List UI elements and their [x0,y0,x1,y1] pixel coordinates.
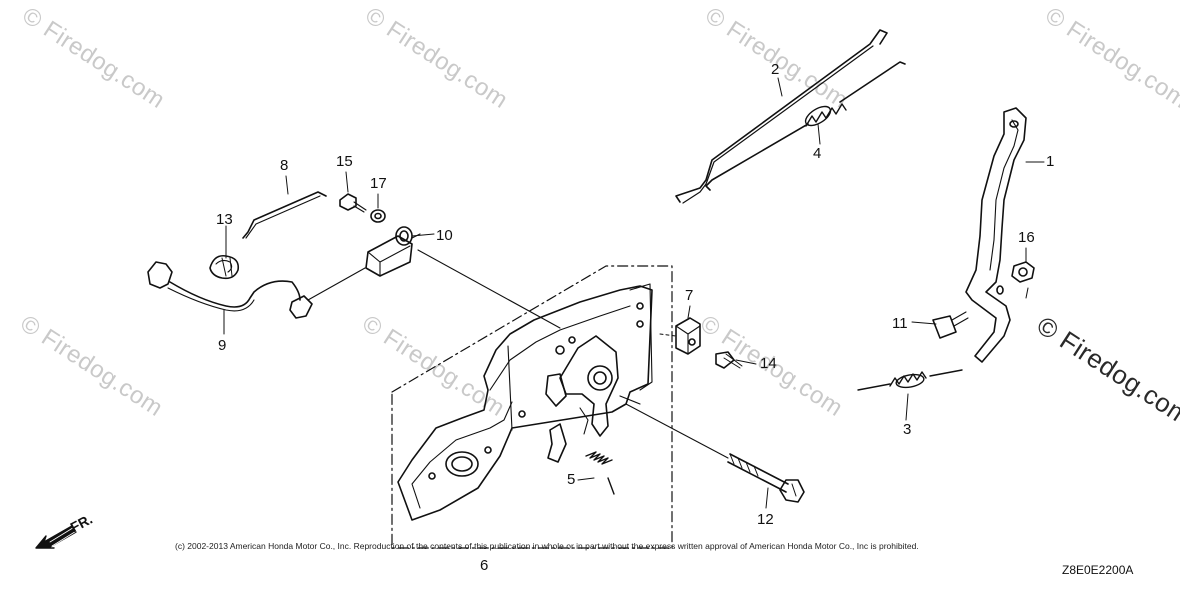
control-plate-part-6 [397,283,653,521]
callout-12: 12 [757,511,774,528]
fr-arrow-icon [35,521,79,549]
callout-1: 1 [1046,153,1055,170]
callout-17: 17 [370,175,387,192]
callout-4: 4 [813,145,822,162]
callout-16: 16 [1018,229,1035,246]
copyright-notice: (c) 2002-2013 American Honda Motor Co., … [175,541,919,551]
frame-part-6 [391,265,673,549]
rod-part-8 [242,191,327,239]
callout-10: 10 [436,227,453,244]
screw-part-14 [715,351,743,369]
knob-part-11 [932,311,969,339]
callout-13: 13 [216,211,233,228]
callout-5: 5 [567,471,576,488]
rod-part-2 [675,29,888,203]
callout-8: 8 [280,157,289,174]
callout-7: 7 [685,287,694,304]
callout-15: 15 [336,153,353,170]
lever-part-1 [965,107,1027,363]
nut-part-16 [1011,261,1035,283]
callout-14: 14 [760,355,777,372]
callout-3: 3 [903,421,912,438]
callout-2: 2 [771,61,780,78]
callout-9: 9 [218,337,227,354]
clip-part-13 [209,254,240,280]
callout-11: 11 [892,315,908,332]
spring-part-3 [857,369,963,391]
bolt-part-12 [727,453,805,503]
block-part-7 [675,317,701,355]
spring-part-4 [804,103,847,127]
bolt-part-15 [339,193,367,213]
callout-6: 6 [480,557,489,574]
washer-part-17 [370,209,386,223]
switch-part-10 [365,226,421,277]
diagram-code: Z8E0E2200A [1062,563,1134,577]
leader-lines [223,77,1045,509]
spring-rod-part-4 [705,123,809,191]
spring-part-5 [585,451,615,495]
wire-part-9 [147,261,313,319]
